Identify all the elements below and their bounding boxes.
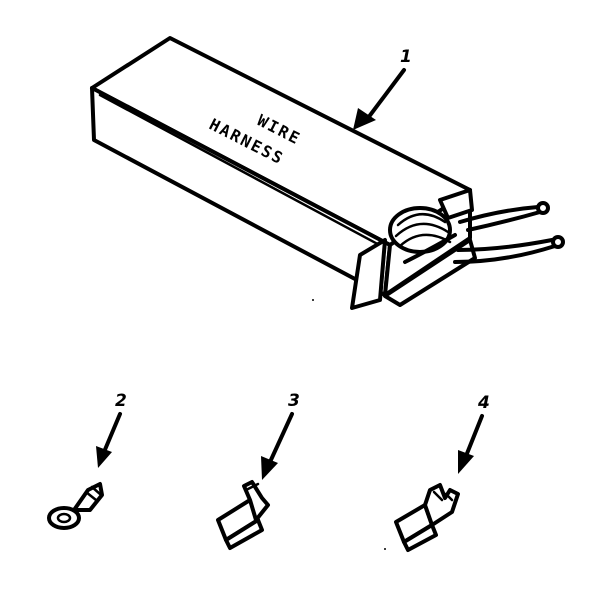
- callout-1: 1: [353, 47, 412, 130]
- wire-coil: [388, 188, 474, 264]
- wire-harness-box: WIRE HARNESS: [90, 36, 565, 310]
- callout-2: 2: [96, 391, 127, 468]
- callout-3: 3: [261, 391, 300, 480]
- callout-1-arrowhead: [353, 108, 376, 130]
- callout-4-leader: [464, 414, 484, 458]
- spade-terminal: [216, 480, 270, 550]
- callout-3-number: 3: [288, 391, 300, 411]
- callout-1-leader: [366, 68, 406, 120]
- ring-terminal: [47, 482, 104, 530]
- callout-3-arrowhead: [261, 456, 278, 480]
- callout-2-leader: [102, 412, 122, 454]
- callout-2-number: 2: [115, 391, 127, 411]
- callout-4-arrowhead: [458, 450, 474, 474]
- scan-speck: [384, 548, 386, 550]
- scan-speck: [312, 299, 314, 301]
- callout-2-arrowhead: [96, 446, 112, 468]
- callout-4: 4: [458, 393, 490, 474]
- quick-connect-terminal: [394, 483, 460, 552]
- callout-3-leader: [268, 412, 294, 464]
- callout-1-number: 1: [400, 47, 412, 67]
- callout-4-number: 4: [477, 393, 490, 413]
- wire-leads: [453, 201, 565, 264]
